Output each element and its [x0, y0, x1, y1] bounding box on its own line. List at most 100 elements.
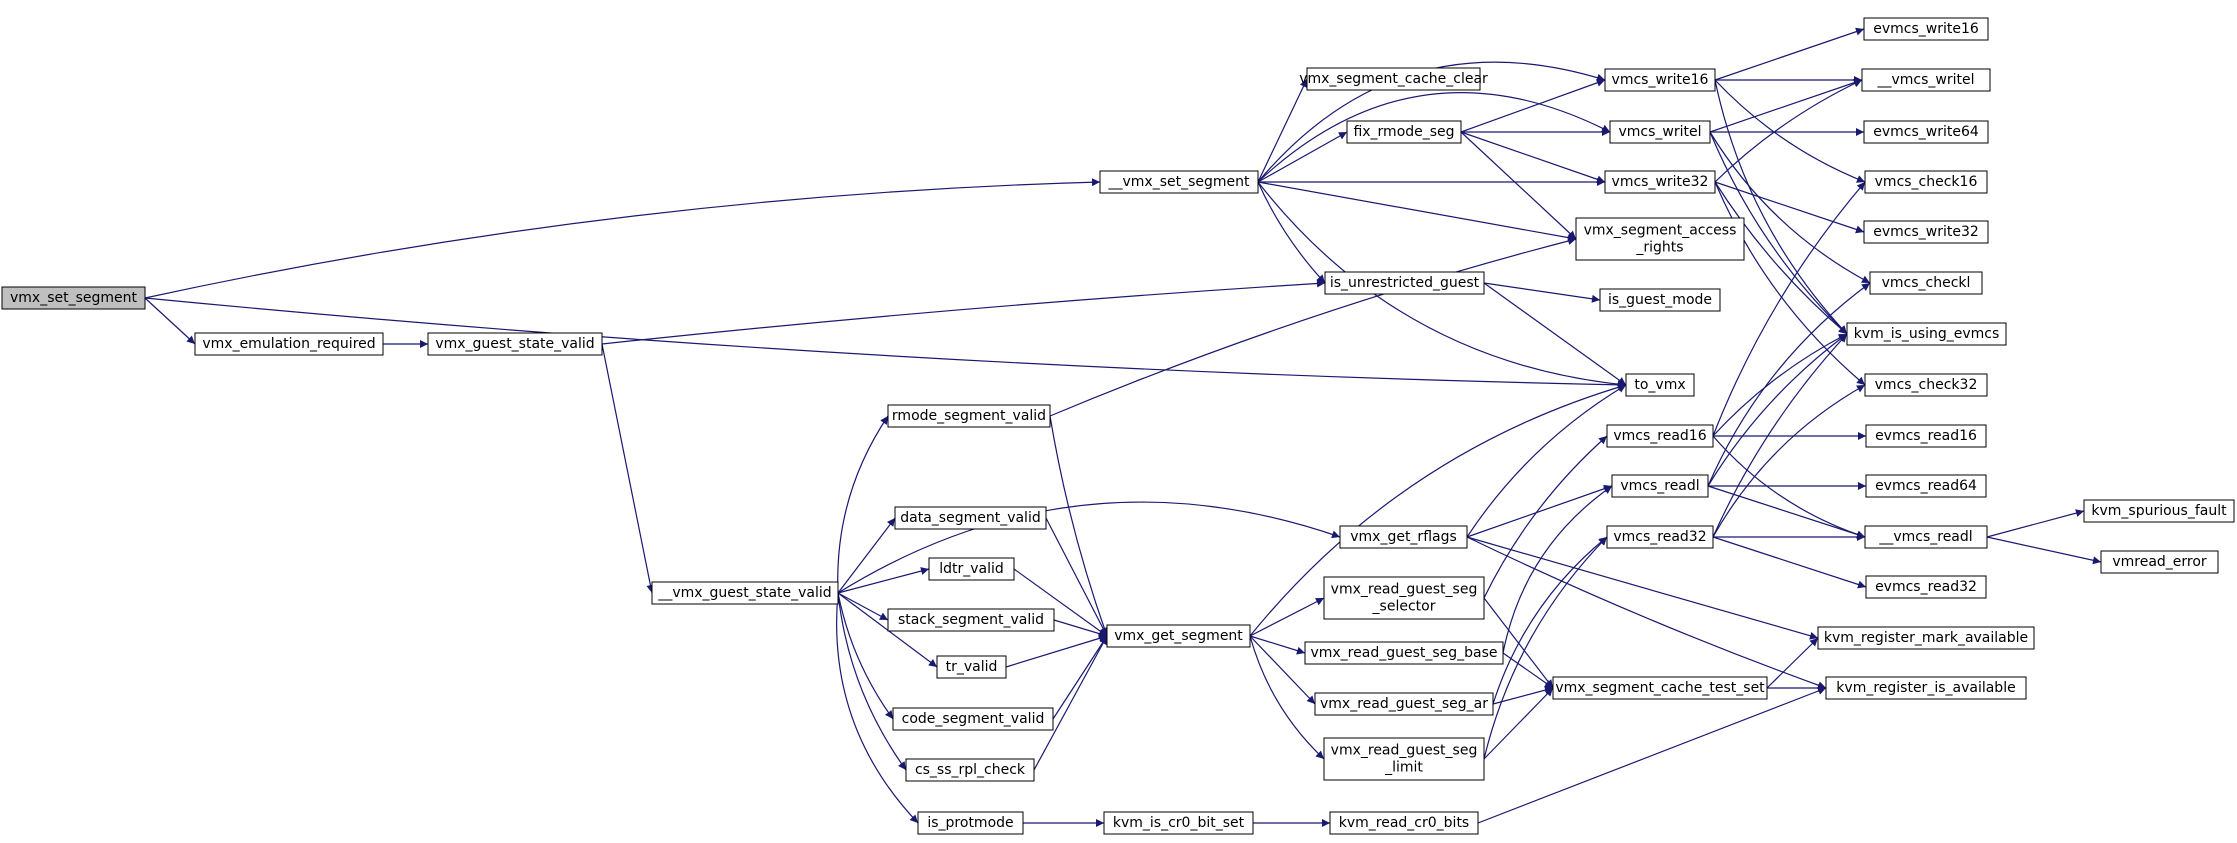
edge-vmx-get-segment-to-vmx-read-guest-seg-base — [1249, 635, 1306, 655]
node-box — [1864, 525, 1988, 549]
edge-vmcs-read16-to-kvm-is-using-evmcs — [1712, 333, 1848, 437]
edge-vmx-get-segment-to-vmx-read-guest-seg-limit — [1249, 635, 1325, 760]
node-label: vmcs_check32 — [1875, 377, 1978, 393]
edge-vmx-read-guest-seg-base-to-vmx-segment-cache-test-set — [1502, 652, 1554, 689]
node-to-vmx[interactable]: to_vmx — [1625, 373, 1695, 397]
node-is-guest-mode[interactable]: is_guest_mode — [1599, 288, 1721, 312]
node-vmx-get-rflags[interactable]: vmx_get_rflags — [1339, 525, 1468, 549]
node-vmx-guest-state-valid[interactable]: vmx_guest_state_valid — [427, 332, 603, 356]
edge-layer — [144, 27, 2102, 827]
node-tr-valid[interactable]: tr_valid — [936, 655, 1007, 679]
edge-vmcs-read32-to-kvm-is-using-evmcs — [1712, 333, 1848, 538]
edge-vmx-guest-state-valid-to-is-unrestricted-guest — [601, 279, 1326, 345]
node-evmcs-write16[interactable]: evmcs_write16 — [1863, 17, 1989, 41]
edge-vmcs-readl-to-kvm-spurious-fault — [1986, 509, 2085, 538]
edge-vmcs-writel-to-kvm-is-using-evmcs — [1709, 131, 1848, 335]
node-vmcs-writel[interactable]: __vmcs_writel — [1861, 68, 1991, 92]
node-rmode-segment-valid[interactable]: rmode_segment_valid — [887, 404, 1051, 428]
node-vmx-read-guest-seg-base[interactable]: vmx_read_guest_seg_base — [1304, 641, 1504, 665]
node-vmcs-write16[interactable]: vmcs_write16 — [1604, 68, 1716, 92]
node-vmx-segment-access-rights[interactable]: vmx_segment_access_rights — [1575, 217, 1745, 261]
node-vmx-read-guest-seg-ar[interactable]: vmx_read_guest_seg_ar — [1314, 692, 1494, 716]
node-label: kvm_register_mark_available — [1824, 630, 2028, 646]
node-fix-rmode-seg[interactable]: fix_rmode_seg — [1346, 120, 1462, 144]
node-box — [1606, 525, 1714, 549]
edge-vmcs-write32-to-evmcs-write32 — [1714, 181, 1865, 234]
node-vmcs-check16[interactable]: vmcs_check16 — [1864, 170, 1988, 194]
node-label: kvm_register_is_available — [1836, 680, 2015, 696]
node-vmx-segment-cache-test-set[interactable]: vmx_segment_cache_test_set — [1552, 676, 1768, 700]
node-box — [427, 332, 603, 356]
node-label: vmcs_write16 — [1612, 72, 1709, 88]
node-is-unrestricted-guest[interactable]: is_unrestricted_guest — [1324, 271, 1485, 295]
node-box — [2100, 550, 2219, 574]
edge-is-unrestricted-guest-to-to-vmx — [1483, 282, 1627, 386]
node-box — [1103, 811, 1254, 835]
node-evmcs-read32[interactable]: evmcs_read32 — [1865, 575, 1987, 599]
node-label: is_guest_mode — [1608, 292, 1712, 308]
node-evmcs-read64[interactable]: evmcs_read64 — [1865, 474, 1987, 498]
node-box — [1863, 220, 1989, 244]
node-code-segment-valid[interactable]: code_segment_valid — [892, 707, 1054, 731]
node-cs-ss-rpl-check[interactable]: cs_ss_rpl_check — [905, 758, 1035, 782]
node-vmx-set-segment[interactable]: vmx_set_segment — [1, 286, 146, 310]
node-vmx-emulation-required[interactable]: vmx_emulation_required — [194, 332, 384, 356]
node-label: kvm_is_using_evmcs — [1854, 326, 2000, 342]
node-label: vmcs_check16 — [1875, 174, 1978, 190]
node-box — [894, 506, 1047, 530]
node-label: fix_rmode_seg — [1353, 124, 1454, 140]
node-data-segment-valid[interactable]: data_segment_valid — [894, 506, 1047, 530]
node-ldtr-valid[interactable]: ldtr_valid — [928, 557, 1015, 581]
node-vmcs-readl[interactable]: __vmcs_readl — [1864, 525, 1988, 549]
node-label: __vmx_guest_state_valid — [657, 585, 831, 601]
edge-vmx-set-segment-to-vmx-segment-access-rights — [1257, 181, 1577, 242]
node-vmx-get-segment[interactable]: vmx_get_segment — [1106, 624, 1251, 648]
node-label: kvm_is_cr0_bit_set — [1113, 815, 1245, 831]
node-box — [1314, 692, 1494, 716]
node-label: vmcs_read16 — [1613, 428, 1706, 444]
node-vmcs-read16[interactable]: vmcs_read16 — [1606, 424, 1714, 448]
node-vmx-segment-cache-clear[interactable]: vmx_segment_cache_clear — [1299, 67, 1488, 91]
node-box — [1346, 120, 1462, 144]
edge-vmx-guest-state-valid-to-stack-segment-valid — [837, 592, 889, 621]
node-label: _rights — [1635, 240, 1683, 256]
edge-vmx-set-segment-to-to-vmx — [1257, 181, 1627, 389]
node-vmread-error[interactable]: vmread_error — [2100, 550, 2219, 574]
node-label: vmcs_read32 — [1613, 529, 1706, 545]
edge-vmcs-read16-to-vmcs-readl — [1712, 435, 1866, 539]
node-kvm-is-using-evmcs[interactable]: kvm_is_using_evmcs — [1846, 322, 2007, 346]
node-kvm-is-cr0-bit-set[interactable]: kvm_is_cr0_bit_set — [1103, 811, 1254, 835]
node-vmcs-check32[interactable]: vmcs_check32 — [1864, 373, 1988, 397]
edge-vmx-set-segment-to-vmx-emulation-required — [144, 297, 196, 345]
node-box — [1865, 474, 1987, 498]
node-is-protmode[interactable]: is_protmode — [917, 811, 1024, 835]
node-box — [1306, 67, 1481, 91]
node-kvm-register-is-available[interactable]: kvm_register_is_available — [1825, 676, 2027, 700]
edge-vmx-guest-state-valid-to-rmode-segment-valid — [837, 415, 889, 594]
node-vmx-set-segment[interactable]: __vmx_set_segment — [1099, 170, 1259, 194]
node-vmx-guest-state-valid[interactable]: __vmx_guest_state_valid — [651, 581, 839, 605]
node-vmx-read-guest-seg-selector[interactable]: vmx_read_guest_seg_selector — [1323, 576, 1485, 620]
edge-vmx-get-rflags-to-vmcs-readl — [1466, 484, 1613, 538]
node-kvm-spurious-fault[interactable]: kvm_spurious_fault — [2083, 499, 2235, 523]
node-box — [1861, 68, 1991, 92]
edge-vmx-get-rflags-to-kvm-register-is-available — [1466, 536, 1827, 690]
node-vmcs-checkl[interactable]: vmcs_checkl — [1869, 271, 1983, 295]
edge-vmx-set-segment-to-is-unrestricted-guest — [1257, 181, 1326, 284]
node-vmcs-read32[interactable]: vmcs_read32 — [1606, 525, 1714, 549]
node-vmcs-write32[interactable]: vmcs_write32 — [1604, 170, 1716, 194]
node-evmcs-write32[interactable]: evmcs_write32 — [1863, 220, 1989, 244]
edge-vmx-get-segment-to-to-vmx — [1249, 383, 1627, 637]
node-vmx-read-guest-seg-limit[interactable]: vmx_read_guest_seg_limit — [1323, 737, 1485, 781]
node-kvm-register-mark-available[interactable]: kvm_register_mark_available — [1817, 626, 2035, 650]
node-vmcs-writel[interactable]: vmcs_writel — [1609, 120, 1711, 144]
node-stack-segment-valid[interactable]: stack_segment_valid — [887, 608, 1055, 632]
node-evmcs-read16[interactable]: evmcs_read16 — [1865, 424, 1987, 448]
node-box — [1323, 576, 1485, 620]
node-evmcs-write64[interactable]: evmcs_write64 — [1863, 120, 1989, 144]
node-vmcs-readl[interactable]: vmcs_readl — [1611, 474, 1709, 498]
node-kvm-read-cr0-bits[interactable]: kvm_read_cr0_bits — [1329, 811, 1479, 835]
edge-vmx-guest-state-valid-to-cs-ss-rpl-check — [837, 592, 907, 771]
